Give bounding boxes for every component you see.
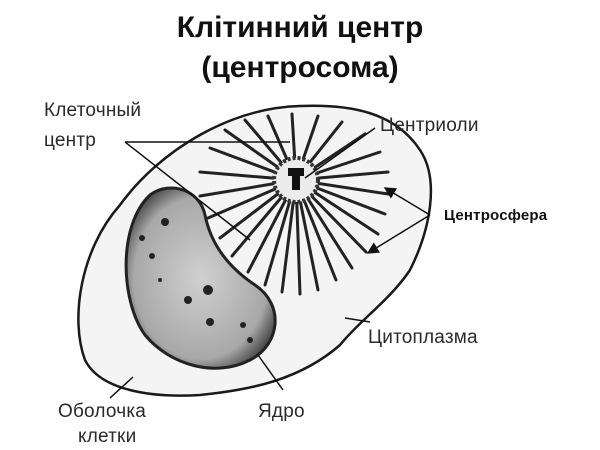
label-centrosphere: Центросфера (444, 207, 548, 224)
label-nucleus: Ядро (258, 401, 305, 422)
pointer-lines (109, 127, 431, 399)
label-membrane-2: клетки (78, 426, 137, 447)
nucleus-chromatin (139, 218, 253, 343)
label-cell-center-2: центр (44, 130, 96, 151)
title-line-1: Клітинний центр (176, 11, 424, 44)
centrioles (288, 168, 304, 190)
label-cytoplasm: Цитоплазма (368, 327, 478, 348)
label-cell-center-1: Клеточный (44, 100, 142, 121)
label-centrioles: Центриоли (380, 115, 479, 136)
title-line-2: (центросома) (201, 51, 399, 84)
label-membrane-1: Оболочка (58, 401, 147, 422)
nucleus (124, 186, 277, 370)
